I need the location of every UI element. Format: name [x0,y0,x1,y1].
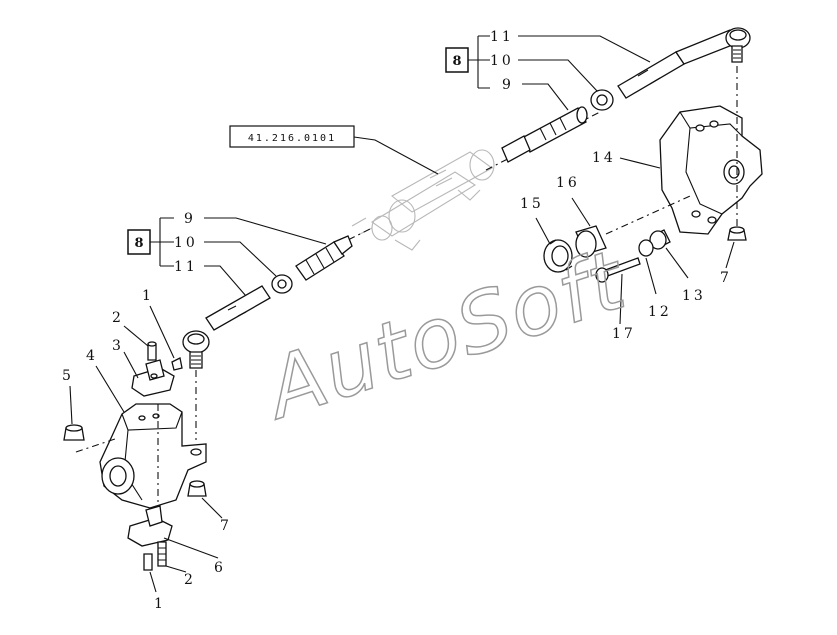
callout-7-left: 7 [220,518,232,534]
callout-15: 15 [520,196,544,212]
steering-cylinder-ghost [351,149,495,251]
callout-upper-10: 10 [490,53,514,69]
callout-2-top: 2 [112,310,124,326]
callout-7-right: 7 [720,270,732,286]
callout-13: 13 [682,288,706,304]
callout-16: 16 [556,175,580,191]
callout-lower-9: 9 [184,211,196,227]
group-box-label-upper: 8 [452,54,461,69]
callout-4: 4 [86,348,98,364]
callout-2-bottom: 2 [184,572,196,588]
callout-17: 17 [612,326,636,342]
callout-12: 12 [648,304,672,320]
reference-code: 41.216.0101 [248,133,336,144]
callout-1-top: 1 [142,288,154,304]
callout-upper-11: 11 [490,29,514,45]
lower-group: 8 9 10 11 [127,211,353,440]
callout-6: 6 [214,560,226,576]
reference-code-box: 41.216.0101 [229,125,439,175]
upper-group: 8 11 10 9 [445,27,751,163]
callout-14: 14 [592,150,616,166]
left-knuckle-group: 5 3 2 1 4 7 6 2 [62,288,232,612]
right-knuckle-group: 14 7 16 15 13 12 17 [520,66,763,342]
callout-upper-9: 9 [502,77,514,93]
callout-lower-11: 11 [174,259,198,275]
callout-lower-10: 10 [174,235,198,251]
callout-3: 3 [112,338,124,354]
callout-5: 5 [62,368,74,384]
group-box-label-lower: 8 [134,236,143,251]
callout-1-bottom: 1 [154,596,166,612]
